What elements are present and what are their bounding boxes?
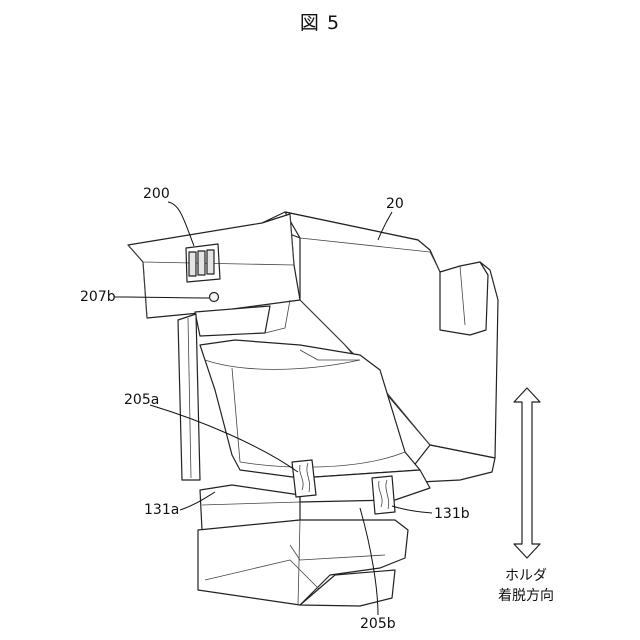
clip-205b xyxy=(372,476,395,514)
left-panel xyxy=(178,314,200,480)
detach-direction-arrow xyxy=(514,388,540,558)
label-205a: 205a xyxy=(124,392,159,408)
label-131b: 131b xyxy=(434,506,470,522)
label-131a: 131a xyxy=(144,502,179,518)
label-205b: 205b xyxy=(360,616,396,632)
detach-direction-line2: 着脱方向 xyxy=(480,586,572,606)
detach-direction-label: ホルダ 着脱方向 xyxy=(480,566,572,606)
connector-block xyxy=(128,214,300,336)
label-200: 200 xyxy=(143,186,170,202)
label-20: 20 xyxy=(386,196,404,212)
label-207b: 207b xyxy=(80,289,116,305)
detach-direction-line1: ホルダ xyxy=(480,566,572,586)
clip-205a xyxy=(292,460,316,497)
